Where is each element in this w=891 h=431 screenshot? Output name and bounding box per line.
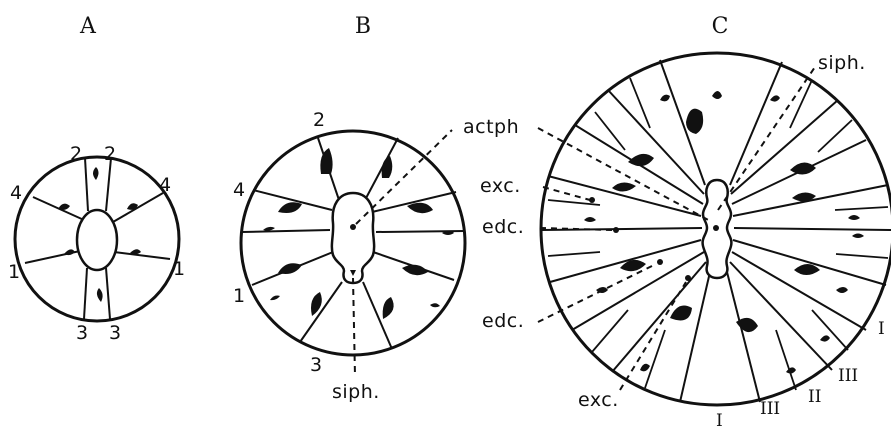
panel-c-cycle-right-III: III [838,366,858,386]
panel-b-siph-label: siph. [332,381,380,403]
panel-b-label: B [355,14,371,39]
panel-c-leaders [537,66,816,391]
panel-c-short-septa [547,77,889,391]
panel-c: C [480,14,891,431]
panel-b-num-bottom-3: 3 [310,354,322,376]
panel-b-num-top-2: 2 [313,109,325,131]
panel-c-cycle-lower-III: III [760,399,780,419]
panel-c-siph-label: siph. [818,52,866,74]
panel-a-num-bottom-right-3: 3 [109,322,121,344]
panel-a-label: A [79,14,97,39]
panel-b: B [233,14,519,403]
panel-c-edc-left-label: edc. [482,216,524,238]
panel-a-num-right-4: 4 [159,174,171,196]
panel-a-stomodaeum [75,208,119,272]
panel-c-dots [589,197,719,281]
panel-c-label: C [712,14,729,39]
panel-b-actph-dot [350,224,356,230]
panel-c-septa [541,59,891,403]
panel-c-muscle-blobs [584,91,864,374]
panel-a-num-left-1: 1 [8,261,20,283]
panel-c-exc-bottom-label: exc. [578,389,619,411]
panel-a-num-top-right-2: 2 [104,143,116,165]
panel-a: A 2 2 4 4 1 1 3 3 [8,14,185,344]
panel-c-cycle-right-I: I [878,319,885,339]
panel-a-num-top-left-2: 2 [70,143,82,165]
panel-b-siph-dot [350,270,356,276]
panel-b-outer-wall [239,129,467,357]
panel-c-cycle-bottom-I: I [716,411,723,431]
panel-b-actph-label: actph [463,116,519,138]
panel-a-num-bottom-left-3: 3 [76,322,88,344]
panel-c-cycle-lower-II: II [808,387,821,407]
panel-c-edc-lower-label: edc. [482,310,524,332]
panel-b-actph-leader [355,129,453,225]
panel-b-num-left-1: 1 [233,285,245,307]
panel-a-outer-wall [13,155,181,323]
panel-b-num-left-4: 4 [233,179,245,201]
panel-a-num-left-4: 4 [10,182,22,204]
panel-b-siph-leader [352,277,356,377]
panel-b-muscle-blobs [263,148,454,319]
panel-b-stomodaeum [330,191,376,285]
panel-c-exc-left-label: exc. [480,175,521,197]
panel-a-num-right-1: 1 [173,258,185,280]
panel-a-muscle-blobs [58,167,141,302]
